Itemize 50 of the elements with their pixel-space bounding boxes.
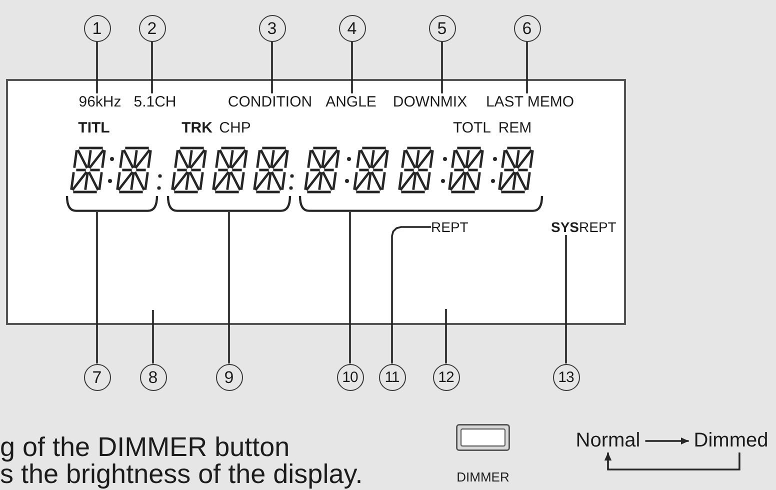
callout-number: 5 (428, 14, 456, 42)
arrow (645, 437, 689, 445)
leader-line (271, 42, 273, 94)
indicator-label: CONDITION (228, 93, 312, 111)
leader-line (349, 212, 351, 364)
leader-line (441, 42, 443, 94)
callout-number: 11 (378, 364, 406, 390)
indicator-label: TRK (182, 119, 212, 137)
leader-line (96, 212, 98, 364)
callout-number: 12 (432, 364, 460, 390)
callout-number: 2 (138, 14, 166, 42)
callout-number: 6 (514, 14, 540, 42)
leader-line (565, 235, 567, 364)
button-caption: DIMMER (456, 470, 510, 486)
leader-line (391, 226, 431, 364)
leader-line (152, 310, 154, 364)
leader-line (526, 42, 528, 94)
state-label: Dimmed (688, 430, 774, 452)
instruction-text: g of the DIMMER button (0, 434, 290, 460)
arrow (604, 452, 740, 470)
segment-digits (64, 146, 164, 212)
indicator-label: 96kHz (78, 93, 122, 111)
segment-digits (166, 146, 294, 212)
indicator-label: DOWNMIX (392, 93, 468, 111)
state-label: Normal (570, 430, 646, 452)
leader-line (445, 309, 447, 364)
callout-number: 1 (84, 14, 110, 42)
instruction-text: s the brightness of the display. (0, 461, 363, 487)
callout-number: 8 (140, 364, 166, 390)
indicator-label: REM (498, 119, 532, 137)
callout-number: 4 (338, 14, 366, 42)
indicator-label: ANGLE (326, 93, 376, 111)
indicator-label: SYSREPT (551, 218, 616, 236)
callout-number: 9 (216, 364, 242, 390)
indicator-label: 5.1CH (134, 93, 176, 111)
leader-line (351, 42, 353, 94)
callout-number: 13 (552, 364, 580, 390)
indicator-label: TITL (78, 119, 110, 137)
callout-number: 10 (336, 364, 364, 390)
indicator-label: LAST MEMO (486, 93, 574, 111)
leader-line (96, 42, 98, 94)
segment-digits (298, 146, 546, 212)
callout-number: 7 (84, 364, 110, 390)
indicator-label: REPT (431, 218, 468, 236)
leader-line (151, 42, 153, 94)
leader-line (228, 212, 230, 364)
indicator-label: TOTL (452, 119, 492, 137)
display-panel (6, 79, 626, 325)
callout-number: 3 (258, 14, 286, 42)
indicator-label: CHP (219, 119, 251, 137)
